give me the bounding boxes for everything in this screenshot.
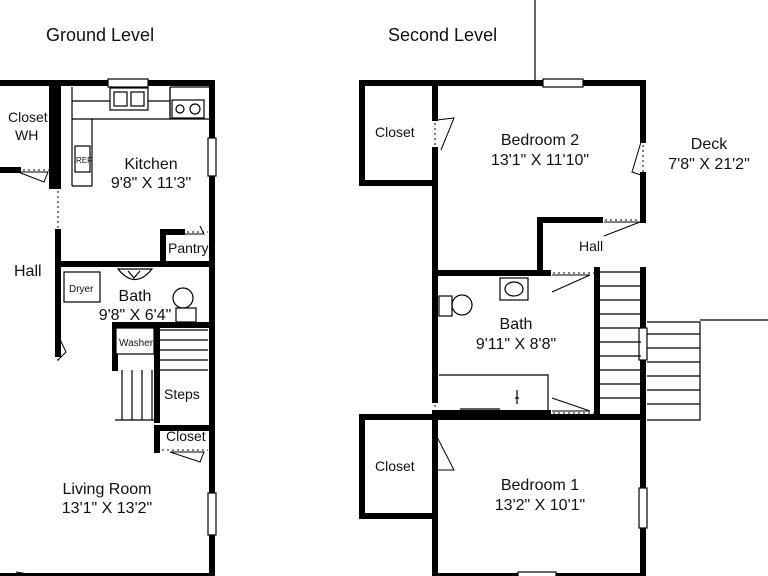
ground-doors <box>15 169 208 576</box>
bathtub <box>439 374 549 413</box>
deck-label: Deck <box>691 136 728 153</box>
kitchen-side-window <box>207 137 217 177</box>
second-level-plan: Second Level <box>359 0 768 576</box>
washer <box>115 327 155 355</box>
kitchen-dimensions: 9'8" X 11'3" <box>111 175 191 192</box>
living-room-label: Living Room <box>63 481 152 498</box>
bedroom1-window <box>517 571 557 576</box>
bedroom2-window <box>542 78 584 88</box>
bedroom2-dimensions: 13'1" X 11'10" <box>491 152 589 169</box>
closet-bottom-label: Closet <box>375 458 415 474</box>
refrigerator-label: REF <box>76 156 92 165</box>
ground-level-plan: Ground Level <box>0 25 217 576</box>
second-stairs <box>599 271 701 421</box>
kitchen-sink-icon <box>109 87 149 111</box>
bedroom1-label: Bedroom 1 <box>501 477 579 494</box>
second-doors <box>434 117 644 471</box>
living-room-window <box>207 492 217 536</box>
second-bath-sink-icon <box>499 277 529 301</box>
second-interior-walls <box>432 217 646 416</box>
closet-wh-label-line2: WH <box>15 127 38 143</box>
refrigerator <box>74 145 91 173</box>
bedroom2-label: Bedroom 2 <box>501 132 579 149</box>
ground-level-heading: Ground Level <box>46 25 154 45</box>
second-bath-dimensions: 9'11" X 8'8" <box>476 336 556 353</box>
deck-dimensions: 7'8" X 21'2" <box>668 156 750 173</box>
ground-stairs <box>115 329 208 421</box>
washer-label: Washer <box>119 338 154 349</box>
closet-wh-label-line1: Closet <box>8 109 48 125</box>
ground-toilet-icon <box>172 287 194 309</box>
pantry-label: Pantry <box>168 240 208 256</box>
dryer <box>63 271 101 303</box>
ground-closet-label: Closet <box>166 428 206 444</box>
ground-interior-walls <box>0 80 215 453</box>
second-level-heading: Second Level <box>388 25 497 45</box>
bedroom1-dimensions: 13'2" X 10'1" <box>495 497 585 514</box>
second-bath-label: Bath <box>500 316 533 333</box>
second-hall-label: Hall <box>579 238 603 254</box>
kitchen-label: Kitchen <box>124 156 177 173</box>
hall-label: Hall <box>14 263 42 280</box>
bedroom1-side-window <box>638 487 648 529</box>
hall-window <box>638 327 648 361</box>
second-toilet-icon <box>451 294 473 316</box>
dryer-label: Dryer <box>69 284 94 295</box>
living-room-dimensions: 13'1" X 13'2" <box>62 500 152 517</box>
ground-bath-dimensions: 9'8" X 6'4" <box>99 307 172 324</box>
kitchen-counters: REF <box>71 86 210 187</box>
kitchen-window <box>107 78 149 88</box>
ground-bath-sink-icon <box>116 268 154 281</box>
stove-icon <box>171 99 205 119</box>
ground-bath-label: Bath <box>119 288 152 305</box>
steps-label: Steps <box>164 386 200 402</box>
closet-top-label: Closet <box>375 124 415 140</box>
